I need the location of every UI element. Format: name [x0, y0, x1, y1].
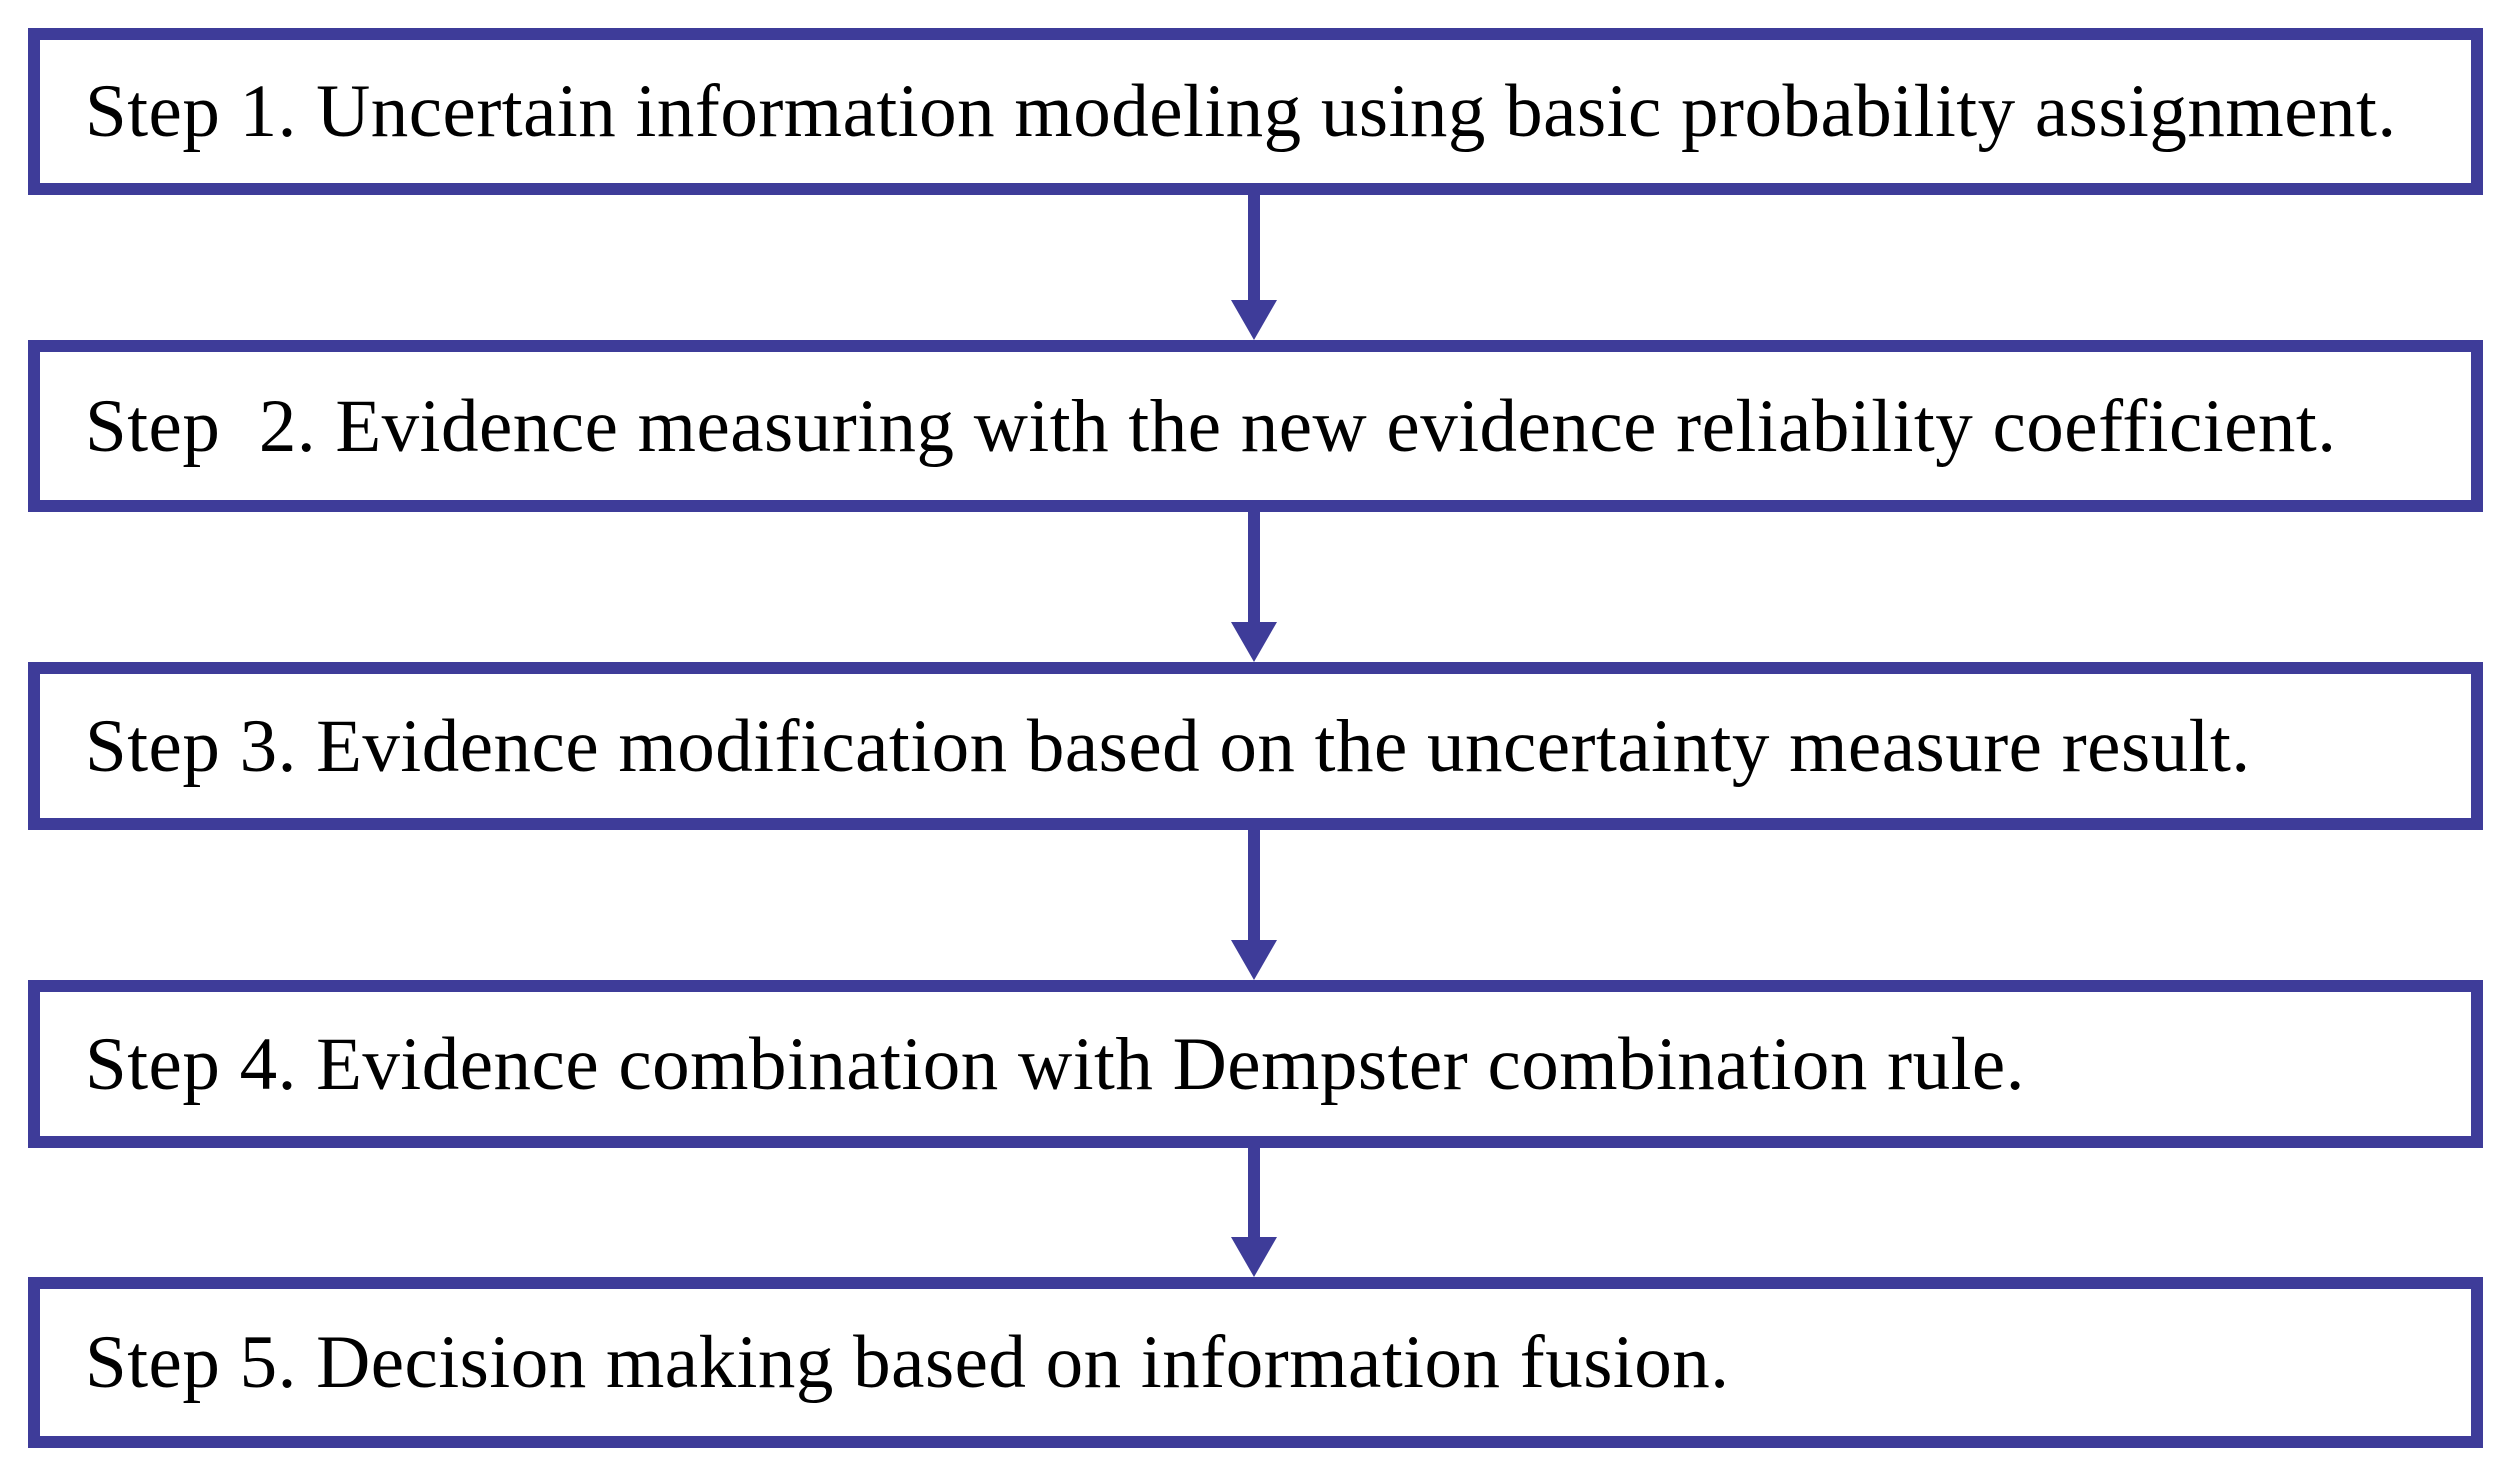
step-3-label: Step 3. Evidence modification based on t… [85, 704, 2251, 788]
step-box-2: Step 2. Evidence measuring with the new … [28, 340, 2483, 512]
arrow-shaft [1247, 512, 1260, 622]
step-4-label: Step 4. Evidence combination with Dempst… [85, 1022, 2025, 1106]
arrow-shaft [1247, 1148, 1260, 1237]
step-box-5: Step 5. Decision making based on informa… [28, 1277, 2483, 1448]
step-box-1: Step 1. Uncertain information modeling u… [28, 28, 2483, 195]
step-box-3: Step 3. Evidence modification based on t… [28, 662, 2483, 830]
down-arrow-icon [0, 195, 2507, 340]
step-5-label: Step 5. Decision making based on informa… [85, 1321, 1730, 1404]
arrow-head [1230, 940, 1277, 980]
step-1-label: Step 1. Uncertain information modeling u… [85, 70, 2397, 153]
down-arrow-icon [0, 512, 2507, 662]
down-arrow-icon [0, 830, 2507, 980]
arrow-shaft [1247, 195, 1260, 300]
down-arrow-icon [0, 1148, 2507, 1277]
arrow-head [1230, 1237, 1277, 1277]
arrow-head [1230, 622, 1277, 662]
arrow-shaft [1247, 830, 1260, 940]
step-2-label: Step 2. Evidence measuring with the new … [85, 384, 2337, 468]
arrow-head [1230, 300, 1277, 340]
step-box-4: Step 4. Evidence combination with Dempst… [28, 980, 2483, 1148]
